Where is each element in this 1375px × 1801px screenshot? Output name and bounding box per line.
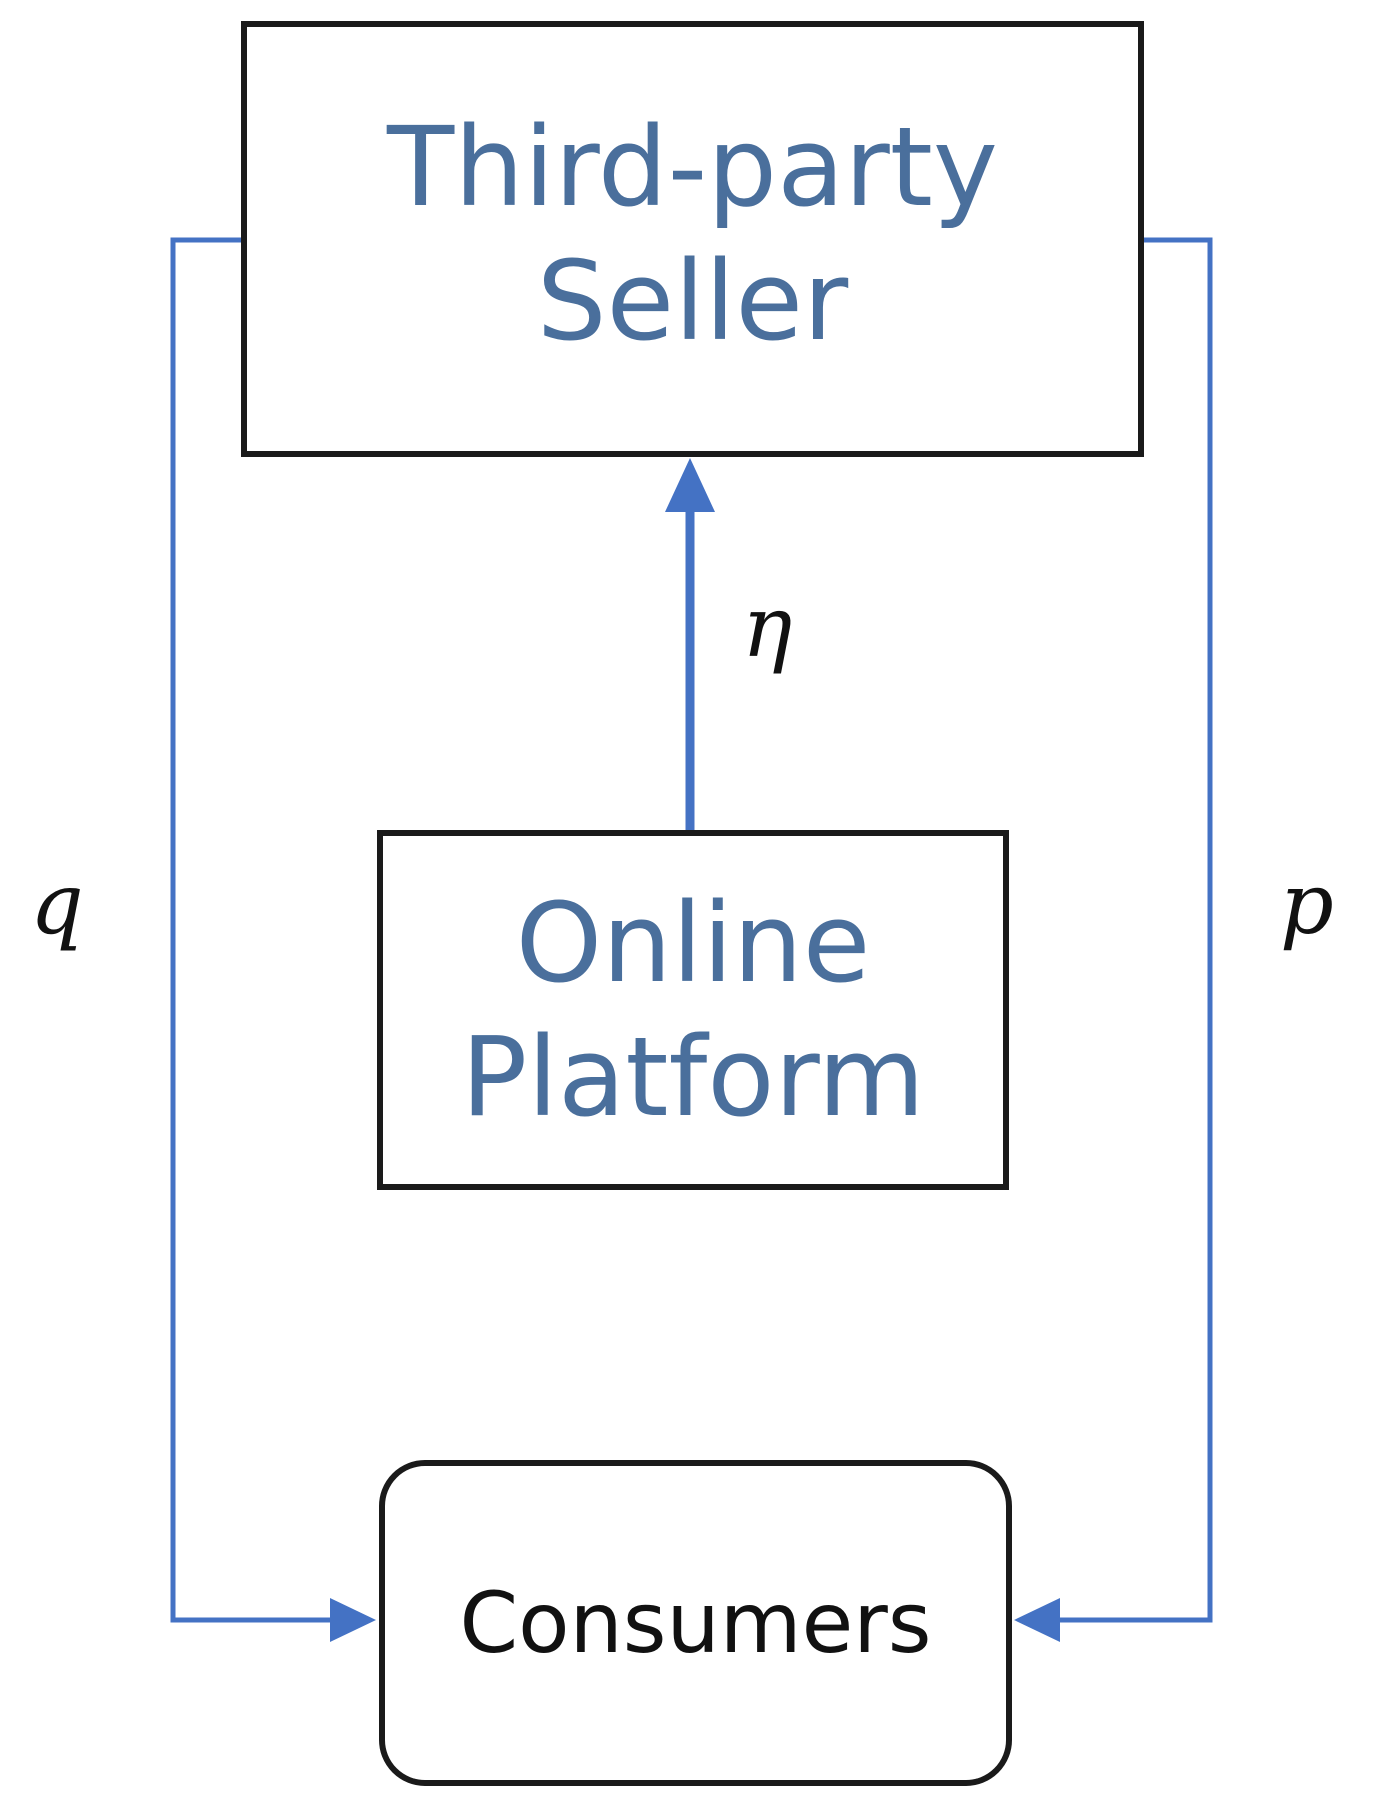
- q-edge-label: q: [30, 855, 84, 953]
- online-platform-label: Online Platform: [461, 878, 925, 1141]
- p-connector-line: [1050, 237, 1213, 1623]
- q-connector-line: [170, 237, 340, 1623]
- eta-arrowhead-icon: [665, 458, 715, 512]
- third-party-seller-node: Third-party Seller: [241, 21, 1144, 457]
- third-party-seller-label: Third-party Seller: [387, 102, 998, 365]
- consumers-node: Consumers: [379, 1460, 1012, 1786]
- p-arrowhead-icon: [1014, 1598, 1060, 1642]
- consumers-label: Consumers: [459, 1573, 932, 1672]
- p-edge-label: p: [1280, 855, 1334, 953]
- eta-edge-label: η: [742, 578, 793, 676]
- q-arrowhead-icon: [330, 1598, 376, 1642]
- online-platform-node: Online Platform: [377, 830, 1009, 1190]
